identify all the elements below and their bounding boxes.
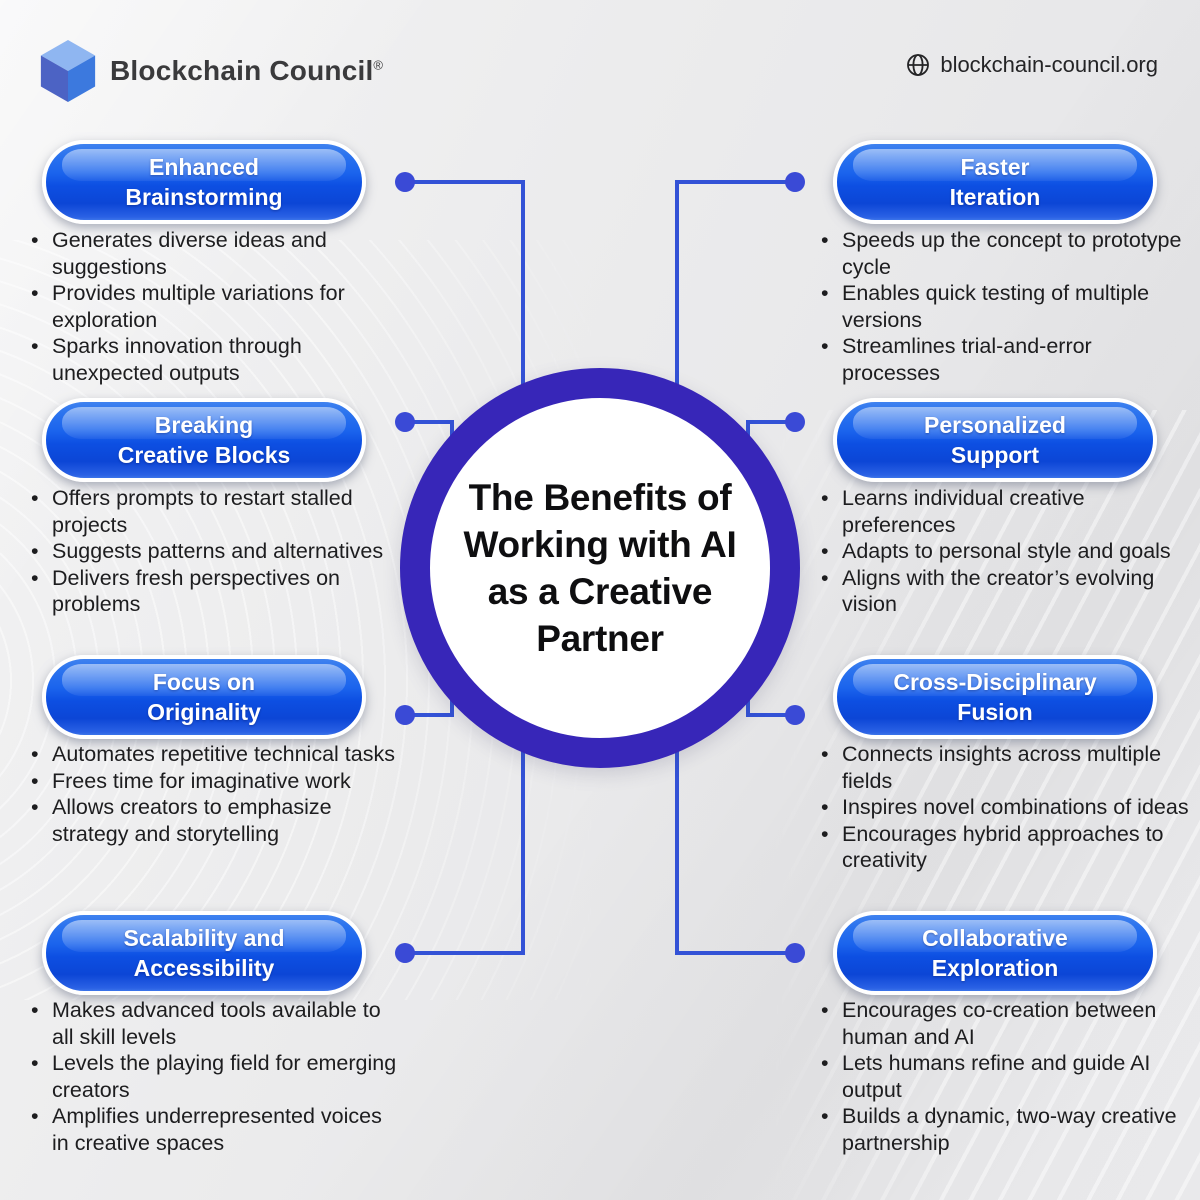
bullet-item: Delivers fresh perspectives on problems [28, 565, 397, 618]
bullet-item: Inspires novel combinations of ideas [818, 794, 1190, 821]
pill-title-line: Support [950, 442, 1040, 468]
pill-title-line: Creative Blocks [117, 442, 291, 468]
bullet-item: Automates repetitive technical tasks [28, 741, 397, 768]
benefit-pill-enhanced-brainstorming: Enhanced Brainstorming [42, 140, 366, 224]
benefit-list-cross-disciplinary-fusion: Connects insights across multiple fields… [818, 741, 1190, 874]
bullet-item: Sparks innovation through unexpected out… [28, 333, 397, 386]
blockchain-council-cube-icon [40, 40, 96, 102]
bullet-item: Generates diverse ideas and suggestions [28, 227, 397, 280]
pill-title-line: Faster [960, 154, 1030, 180]
pill-title-line: Scalability and [123, 925, 285, 951]
center-circle: The Benefits of Working with AI as a Cre… [400, 368, 800, 768]
main-title-line: Partner [536, 618, 664, 659]
bullet-item: Streamlines trial-and-error processes [818, 333, 1190, 386]
pill-title-line: Focus on [152, 669, 256, 695]
registered-mark: ® [373, 57, 384, 73]
brand-logo-group: Blockchain Council® [40, 40, 383, 102]
main-title-line: The Benefits of [468, 477, 732, 518]
bullet-item: Levels the playing field for emerging cr… [28, 1050, 397, 1103]
pill-title-line: Exploration [931, 955, 1059, 981]
bullet-item: Lets humans refine and guide AI output [818, 1050, 1190, 1103]
website-url: blockchain-council.org [940, 52, 1158, 77]
benefit-pill-cross-disciplinary-fusion: Cross-Disciplinary Fusion [833, 655, 1157, 739]
benefit-list-breaking-creative-blocks: Offers prompts to restart stalled projec… [28, 485, 397, 618]
bullet-item: Encourages co-creation between human and… [818, 997, 1190, 1050]
bullet-item: Offers prompts to restart stalled projec… [28, 485, 397, 538]
bullet-item: Aligns with the creator’s evolving visio… [818, 565, 1190, 618]
pill-title-line: Personalized [924, 412, 1066, 438]
website-group: blockchain-council.org [906, 52, 1158, 78]
pill-title-line: Iteration [949, 184, 1041, 210]
benefit-list-enhanced-brainstorming: Generates diverse ideas and suggestions … [28, 227, 397, 387]
bullet-item: Enables quick testing of multiple versio… [818, 280, 1190, 333]
bullet-item: Speeds up the concept to prototype cycle [818, 227, 1190, 280]
globe-icon [907, 54, 930, 76]
bullet-item: Connects insights across multiple fields [818, 741, 1190, 794]
bullet-item: Provides multiple variations for explora… [28, 280, 397, 333]
bullet-item: Builds a dynamic, two-way creative partn… [818, 1103, 1190, 1156]
benefit-pill-collaborative-exploration: Collaborative Exploration [833, 911, 1157, 995]
bullet-item: Suggests patterns and alternatives [28, 538, 397, 565]
brand-name: Blockchain Council® [110, 55, 383, 87]
brand-text: Blockchain Council [110, 55, 374, 86]
bullet-item: Adapts to personal style and goals [818, 538, 1190, 565]
benefit-pill-focus-on-originality: Focus on Originality [42, 655, 366, 739]
benefit-pill-faster-iteration: Faster Iteration [833, 140, 1157, 224]
main-title: The Benefits of Working with AI as a Cre… [464, 474, 737, 662]
pill-title-line: Accessibility [133, 955, 275, 981]
pill-title-line: Enhanced [149, 154, 259, 180]
benefit-list-personalized-support: Learns individual creative preferences A… [818, 485, 1190, 618]
pill-title-line: Fusion [957, 699, 1033, 725]
bullet-item: Learns individual creative preferences [818, 485, 1190, 538]
bullet-item: Makes advanced tools available to all sk… [28, 997, 397, 1050]
pill-title-line: Collaborative [922, 925, 1068, 951]
benefit-list-focus-on-originality: Automates repetitive technical tasks Fre… [28, 741, 397, 847]
bullet-item: Frees time for imaginative work [28, 768, 397, 795]
pill-title-line: Cross-Disciplinary [893, 669, 1097, 695]
benefit-pill-personalized-support: Personalized Support [833, 398, 1157, 482]
main-title-line: as a Creative [487, 571, 713, 612]
benefit-list-collaborative-exploration: Encourages co-creation between human and… [818, 997, 1190, 1157]
pill-title-line: Breaking [154, 412, 254, 438]
pill-title-line: Brainstorming [125, 184, 283, 210]
bullet-item: Allows creators to emphasize strategy an… [28, 794, 397, 847]
benefit-pill-breaking-creative-blocks: Breaking Creative Blocks [42, 398, 366, 482]
benefit-pill-scalability-accessibility: Scalability and Accessibility [42, 911, 366, 995]
main-title-line: Working with AI [463, 524, 737, 565]
bullet-item: Encourages hybrid approaches to creativi… [818, 821, 1190, 874]
bullet-item: Amplifies underrepresented voices in cre… [28, 1103, 397, 1156]
benefit-list-faster-iteration: Speeds up the concept to prototype cycle… [818, 227, 1190, 387]
benefit-list-scalability-accessibility: Makes advanced tools available to all sk… [28, 997, 397, 1157]
pill-title-line: Originality [147, 699, 261, 725]
